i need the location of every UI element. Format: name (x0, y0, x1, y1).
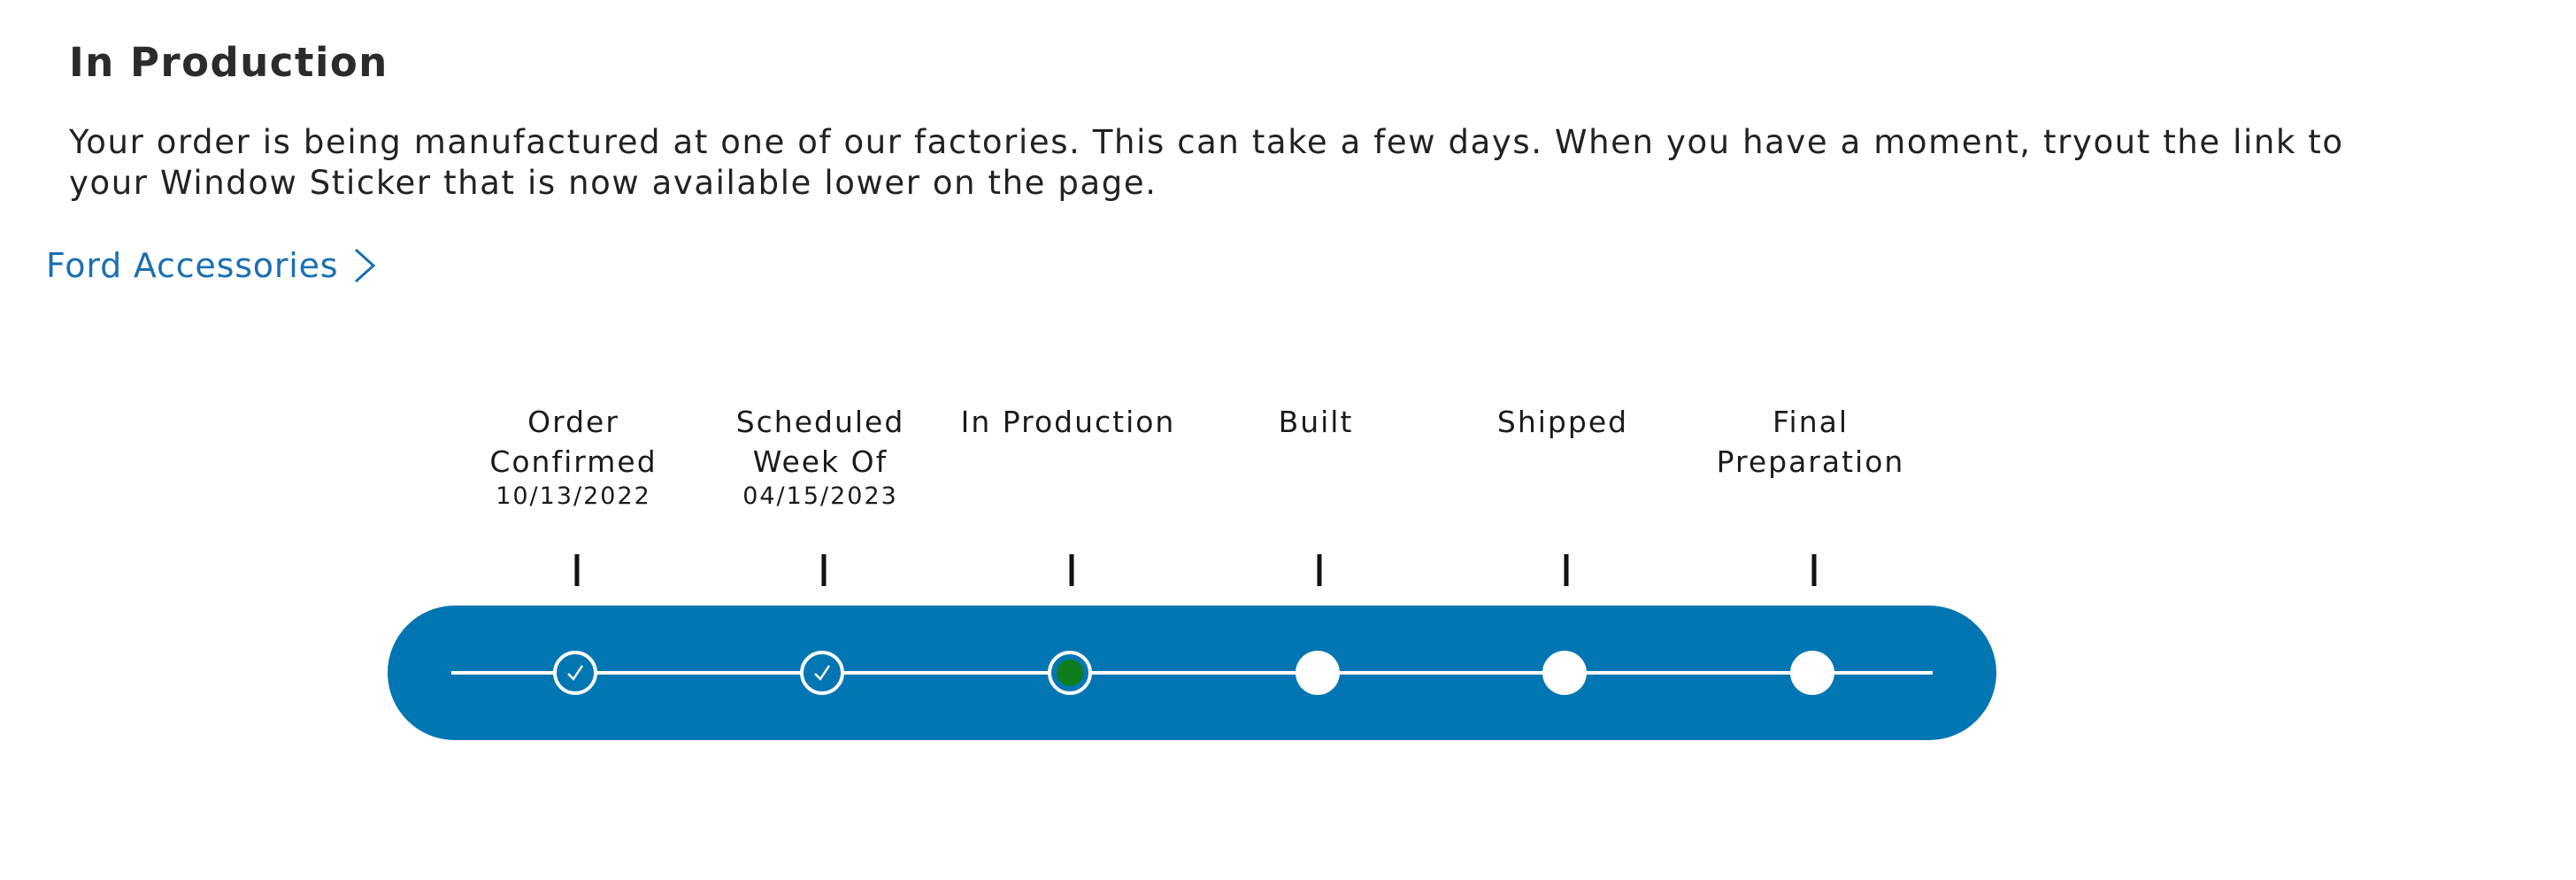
status-description: Your order is being manufactured at one … (69, 123, 2344, 202)
step-name-line1: Shipped (1496, 405, 1629, 439)
step-node-final-preparation (1790, 651, 1834, 695)
ford-accessories-link[interactable]: Ford Accessories (46, 241, 377, 290)
step-name-line1: Order (527, 405, 619, 439)
step-name-line2: Preparation (1716, 444, 1905, 479)
step-node-order-confirmed (553, 651, 597, 695)
step-name-line1: Final (1772, 405, 1849, 439)
current-step-dot (1057, 660, 1083, 686)
section-title: In Production (69, 39, 388, 86)
checkmark-icon (567, 665, 583, 681)
progress-line (451, 671, 1933, 675)
step-node-scheduled-week-of (800, 651, 844, 695)
step-label-final-preparation: Final Preparation (1678, 402, 1943, 482)
step-name-line2: Confirmed (489, 444, 657, 479)
step-tick (1069, 554, 1074, 586)
step-date: 10/13/2022 (496, 482, 651, 510)
ford-accessories-label: Ford Accessories (46, 246, 339, 285)
step-name-line2: Week Of (752, 444, 888, 479)
step-tick (821, 554, 827, 586)
order-progress-tracker (388, 606, 1996, 740)
step-name-line1: Scheduled (735, 405, 905, 439)
step-tick (1811, 554, 1817, 586)
step-tick (1564, 554, 1569, 586)
step-node-in-production (1048, 651, 1092, 695)
step-tick (574, 554, 580, 586)
checkmark-icon (814, 665, 830, 681)
chevron-right-icon (355, 248, 376, 283)
step-node-built (1296, 651, 1340, 695)
step-label-built: Built (1183, 402, 1449, 442)
step-name-line1: Built (1278, 405, 1354, 439)
step-node-shipped (1542, 651, 1587, 695)
step-label-shipped: Shipped (1430, 402, 1696, 442)
step-label-scheduled-week-of: Scheduled Week Of 04/15/2023 (688, 402, 953, 512)
step-label-in-production: In Production (935, 402, 1201, 442)
step-date: 04/15/2023 (742, 482, 898, 510)
step-name-line1: In Production (960, 405, 1176, 439)
step-tick (1317, 554, 1322, 586)
step-label-order-confirmed: Order Confirmed 10/13/2022 (441, 402, 706, 512)
